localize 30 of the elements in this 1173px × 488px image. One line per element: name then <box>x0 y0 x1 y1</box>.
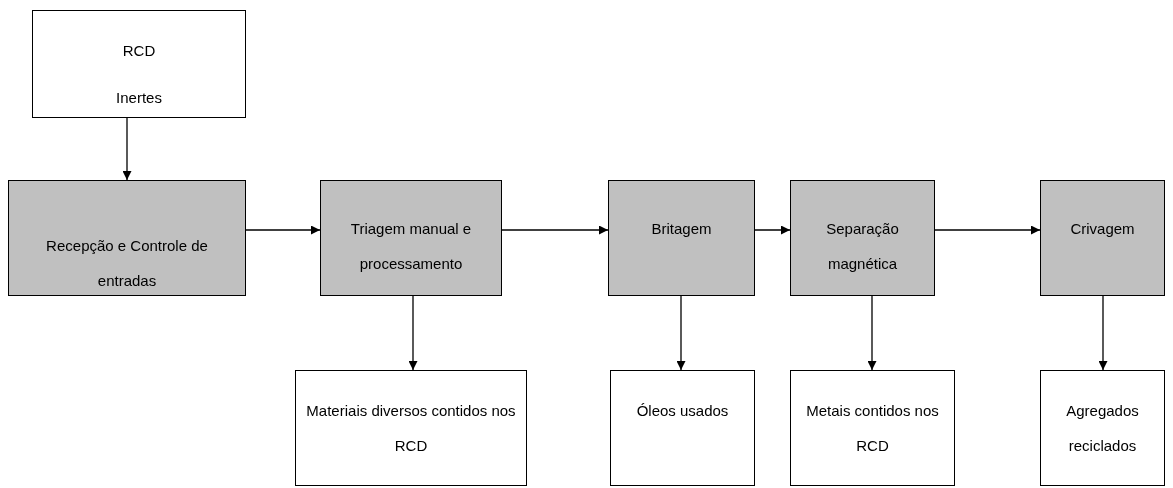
process-box <box>608 180 755 296</box>
arrow <box>408 295 418 371</box>
box-label: Separação magnética <box>825 219 900 274</box>
arrow <box>1098 295 1108 371</box>
process-box <box>610 370 755 486</box>
process-box <box>8 180 246 296</box>
box-label: RCD <box>121 41 157 61</box>
arrow <box>245 225 321 235</box>
process-box <box>295 370 527 486</box>
arrow <box>122 117 132 181</box>
box-label: Triagem manual e processamento <box>349 219 473 274</box>
box-label: Materiais diversos contidos nos RCD <box>305 401 517 456</box>
process-box <box>1040 370 1165 486</box>
arrow <box>676 295 686 371</box>
process-box <box>1040 180 1165 296</box>
box-label: Metais contidos nos RCD <box>805 401 940 456</box>
box-label: Recepção e Controle de entradas <box>45 236 209 291</box>
arrow <box>867 295 877 371</box>
box-label: Óleos usados <box>635 401 730 421</box>
box-label: Agregados reciclados <box>1065 401 1140 456</box>
arrow <box>501 225 609 235</box>
process-box <box>790 180 935 296</box>
arrow <box>934 225 1041 235</box>
box-label: Crivagem <box>1069 219 1136 239</box>
process-box <box>790 370 955 486</box>
process-box <box>32 10 246 118</box>
box-label: Inertes <box>115 88 163 108</box>
arrow <box>754 225 791 235</box>
box-label: Britagem <box>650 219 713 239</box>
process-box <box>320 180 502 296</box>
